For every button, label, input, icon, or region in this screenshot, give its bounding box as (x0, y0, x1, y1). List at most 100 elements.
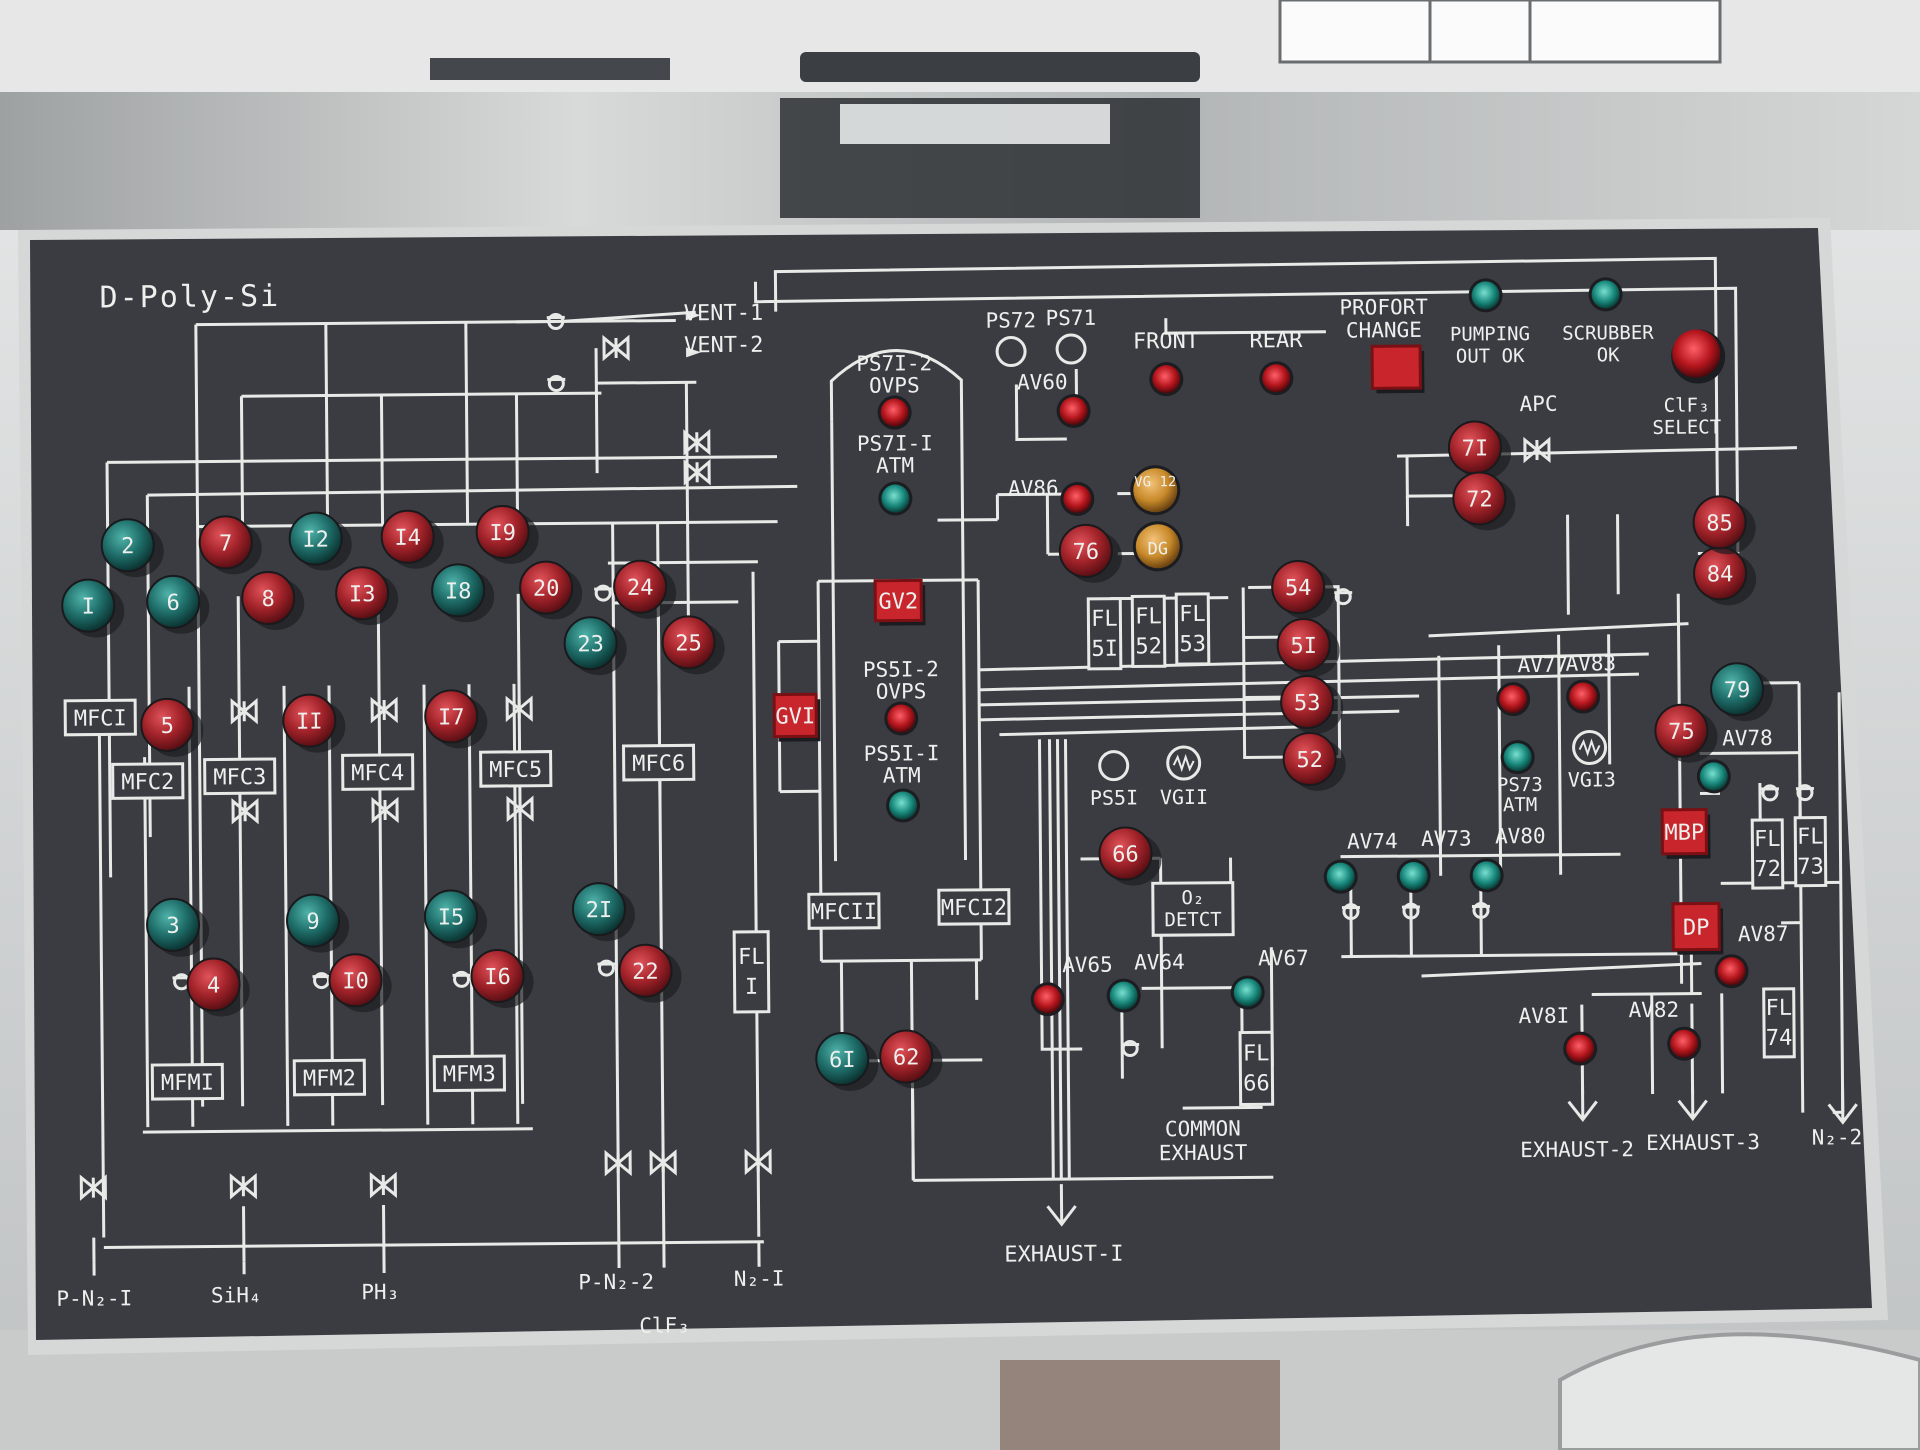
button-17[interactable]: I7 (424, 689, 488, 749)
gv1-button[interactable]: GVI (772, 692, 821, 742)
button-84[interactable]: 84 (1693, 546, 1757, 606)
av83-label: AV83 (1565, 651, 1616, 675)
button-16[interactable]: I6 (470, 949, 534, 1009)
av65-lamp (1030, 982, 1065, 1017)
av60-lamp (1056, 393, 1091, 428)
indicator-lamps (877, 277, 1749, 1066)
dp-button[interactable]: DP (1671, 901, 1724, 955)
ceiling-fixture-right (800, 52, 1200, 82)
av74-label: AV74 (1347, 829, 1398, 853)
o2-detector-box (1151, 881, 1235, 937)
button-4[interactable]: 4 (186, 957, 250, 1017)
button-13-label: I3 (349, 582, 376, 607)
button-76[interactable]: 76 (1058, 523, 1123, 584)
input-n2-1-label: N₂-I (734, 1267, 785, 1291)
button-24[interactable]: 24 (613, 559, 677, 619)
ceiling-fixture-left (430, 58, 670, 80)
box-fl73-label: 73 (1797, 854, 1824, 879)
button-7-label: 7 (219, 531, 232, 556)
pumping-out-ok-label: OUT OK (1456, 345, 1525, 368)
button-61[interactable]: 6I (815, 1032, 879, 1092)
box-mfc11: MFCII (807, 892, 881, 930)
button-12[interactable]: I2 (288, 511, 352, 571)
box-fl74-label: 74 (1766, 1026, 1793, 1051)
button-20[interactable]: 20 (519, 560, 583, 620)
button-75[interactable]: 75 (1654, 703, 1718, 763)
button-72[interactable]: 72 (1452, 471, 1516, 531)
button-79-label: 79 (1724, 678, 1751, 703)
input-p-n2-2-label: P-N₂-2 (578, 1270, 654, 1295)
button-21[interactable]: 2I (571, 882, 636, 942)
button-19-label: I9 (489, 521, 516, 546)
button-6[interactable]: 6 (146, 574, 210, 635)
exhaust-1-label: EXHAUST-I (1004, 1242, 1123, 1268)
button-19[interactable]: I9 (475, 504, 539, 565)
valve-symbols (79, 313, 1814, 1201)
button-51[interactable]: 5I (1276, 617, 1340, 678)
button-54[interactable]: 54 (1271, 560, 1335, 620)
button-13[interactable]: I3 (335, 566, 399, 626)
vg12-label: VG 12 (1134, 474, 1176, 490)
av83-lamp (1566, 679, 1601, 714)
button-10[interactable]: I0 (328, 953, 392, 1013)
av77-label: AV77 (1517, 653, 1568, 677)
av67-lamp (1230, 975, 1265, 1010)
box-mfc4: MFC4 (341, 753, 415, 791)
input-clf3-label: ClF₃ (639, 1313, 690, 1337)
button-18[interactable]: I8 (431, 563, 495, 623)
button-9[interactable]: 9 (286, 893, 350, 953)
button-14[interactable]: I4 (380, 509, 444, 569)
button-8[interactable]: 8 (241, 571, 305, 631)
ps71-2-ovps-label: OVPS (869, 373, 920, 397)
button-7[interactable]: 7 (198, 515, 262, 575)
dp-button-label: DP (1683, 915, 1710, 940)
button-71-label: 7I (1462, 436, 1489, 461)
button-20-label: 20 (533, 576, 560, 601)
pressure-gauge-icon (1098, 750, 1130, 782)
gv2-button[interactable]: GV2 (873, 578, 926, 626)
ps51-label: PS5I (1090, 785, 1138, 809)
button-2[interactable]: 2 (100, 518, 165, 578)
button-1-label: I (82, 595, 95, 620)
input-n2-2-label: N₂-2 (1812, 1125, 1863, 1149)
profort-label: PROFORT (1339, 295, 1428, 320)
button-1[interactable]: I (61, 578, 125, 638)
button-79[interactable]: 79 (1710, 662, 1774, 722)
button-8-label: 8 (261, 587, 274, 612)
button-52[interactable]: 52 (1282, 731, 1346, 792)
mbp-button[interactable]: MBP (1660, 807, 1711, 859)
input-ph3-label: PH₃ (361, 1280, 399, 1304)
box-fl73-label: FL (1797, 824, 1824, 849)
button-66[interactable]: 66 (1098, 826, 1162, 886)
button-53[interactable]: 53 (1280, 674, 1344, 735)
pumping-out-ok-lamp (1468, 278, 1503, 313)
button-11[interactable]: II (282, 693, 346, 753)
ps51-1-atm-label: ATM (883, 763, 921, 787)
clf3-select-button[interactable] (1671, 329, 1726, 384)
profort-change-button[interactable] (1370, 344, 1425, 394)
mbp-button-label: MBP (1664, 821, 1704, 846)
button-62[interactable]: 62 (879, 1029, 943, 1089)
box-fl66-label: FL (1243, 1041, 1270, 1066)
button-15-label: I5 (438, 905, 465, 930)
av64-lamp (1106, 978, 1141, 1013)
button-71[interactable]: 7I (1447, 420, 1512, 480)
common-exhaust-label: COMMON (1165, 1117, 1241, 1142)
input-p-n2-1-label: P-N₂-I (56, 1286, 132, 1311)
button-17-label: I7 (438, 705, 465, 730)
button-5[interactable]: 5 (140, 697, 204, 758)
button-22-label: 22 (632, 960, 659, 985)
box-fl52-label: 52 (1135, 634, 1162, 659)
button-23[interactable]: 23 (563, 616, 627, 676)
button-22[interactable]: 22 (618, 943, 682, 1003)
av77-lamp (1496, 682, 1531, 717)
button-3[interactable]: 3 (146, 897, 210, 958)
box-mfc3-label: MFC3 (213, 765, 266, 790)
vg13-label: VGI3 (1568, 767, 1616, 791)
button-25[interactable]: 25 (661, 615, 725, 675)
button-85[interactable]: 85 (1692, 495, 1756, 555)
button-23-label: 23 (577, 632, 604, 657)
button-15[interactable]: I5 (423, 889, 488, 949)
ps51-1-atm-lamp (886, 788, 921, 823)
